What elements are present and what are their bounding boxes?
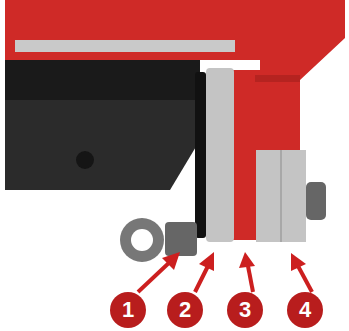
housing-notch [255, 75, 300, 82]
black-plate [195, 72, 206, 238]
callout-number: 2 [168, 293, 202, 327]
rear-block [256, 150, 306, 242]
callout-circles [110, 292, 323, 328]
housing-bar [15, 40, 235, 52]
callout-number: 1 [111, 293, 145, 327]
tow-eye [120, 218, 164, 262]
bolt-hole [76, 151, 94, 169]
grey-plate [206, 68, 234, 242]
callout-number: 4 [288, 293, 322, 327]
pin-end [306, 182, 326, 220]
rear-block-split [280, 150, 282, 242]
callout-number: 3 [228, 293, 262, 327]
tow-eye-hole [131, 229, 153, 251]
vehicle-body [5, 50, 200, 190]
eye-shank [165, 222, 197, 256]
leader-arrows [138, 252, 312, 292]
